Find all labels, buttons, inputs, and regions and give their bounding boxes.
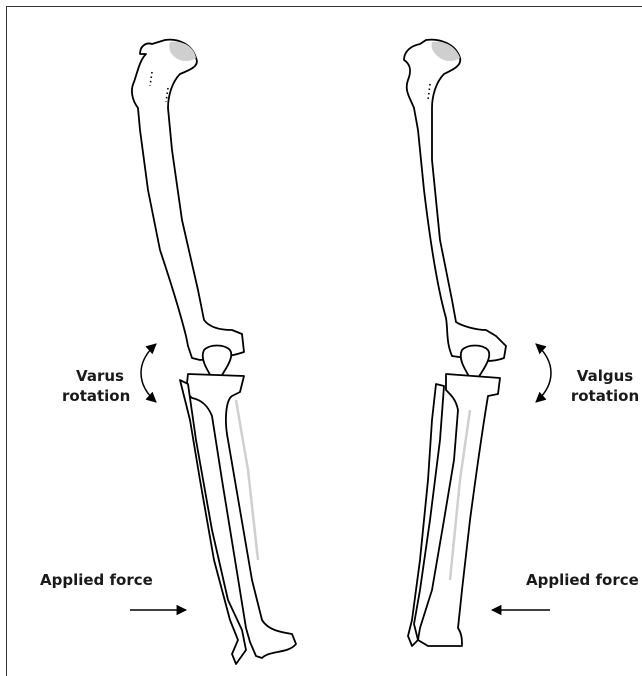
varus-rotation-arrow (141, 344, 156, 402)
varus-label-line2: rotation (62, 386, 130, 406)
varus-rotation-label: Varus rotation (70, 366, 130, 406)
varus-label-line1: Varus (70, 366, 130, 386)
valgus-rotation-arrow (536, 344, 551, 402)
left-femur (132, 40, 244, 360)
right-leg (404, 40, 506, 646)
valgus-label-line1: Valgus (568, 366, 642, 386)
left-applied-force-label: Applied force (40, 570, 153, 590)
valgus-rotation-label: Valgus rotation (568, 366, 642, 406)
left-tibia (186, 374, 296, 658)
right-applied-force-label: Applied force (526, 570, 639, 590)
right-femur (404, 40, 506, 361)
valgus-label-line2: rotation (568, 386, 642, 406)
left-leg (132, 40, 296, 664)
